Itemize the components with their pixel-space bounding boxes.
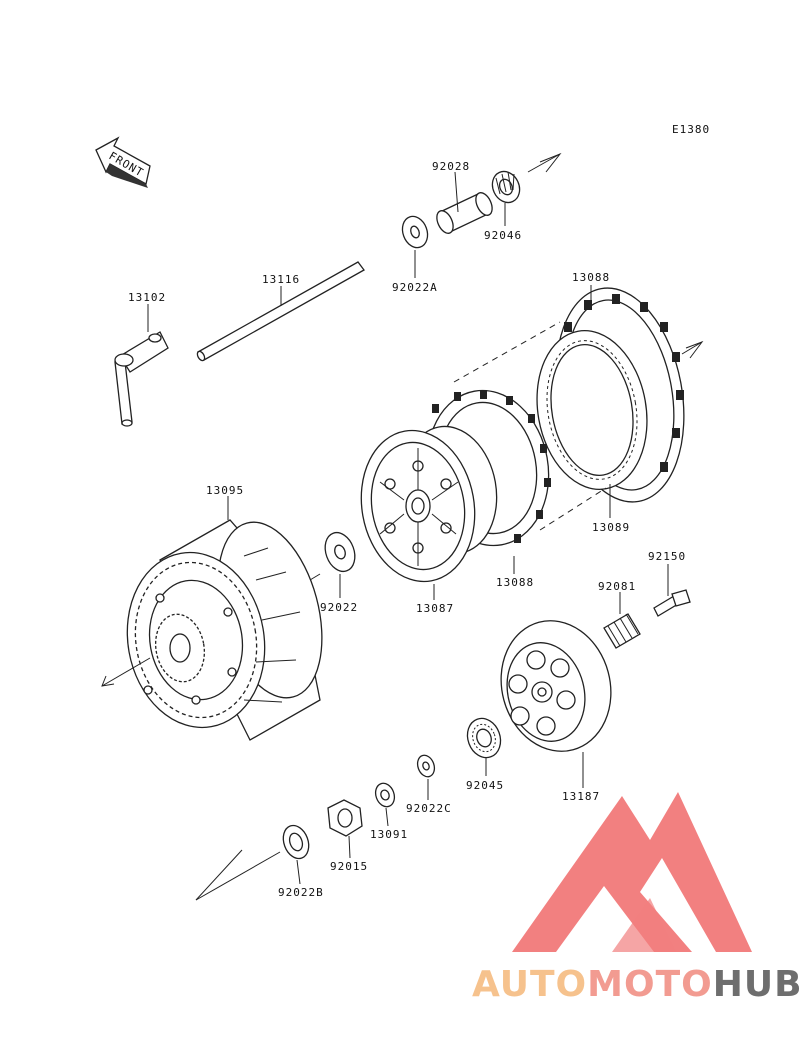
- watermark-hub: HUB: [713, 964, 800, 1005]
- washer-92022C: [416, 754, 436, 778]
- part-label-13091: 13091: [370, 828, 408, 841]
- part-label-13116: 13116: [262, 273, 300, 286]
- diagram-code: E1380: [672, 123, 710, 136]
- part-label-13095: 13095: [206, 484, 244, 497]
- part-label-13088-upper: 13088: [572, 271, 610, 284]
- guide-dash-1: [453, 321, 561, 383]
- front-arrow-icon: FRONT: [95, 136, 151, 188]
- axis-line-bottom: [195, 849, 281, 901]
- guide-dash-2: [539, 487, 607, 531]
- part-label-92022C: 92022C: [406, 802, 452, 815]
- svg-text:AUTOMOTOHUB: AUTOMOTOHUB: [472, 964, 800, 1005]
- steel-plate-13089: [536, 330, 648, 490]
- needle-bearing-92046: [491, 170, 521, 204]
- washer-92022: [324, 531, 356, 573]
- collar-13091: [374, 782, 396, 808]
- washer-92022B: [282, 824, 310, 860]
- watermark-moto: MOTO: [587, 964, 713, 1005]
- axis-line-hub: [309, 573, 321, 581]
- nut-92015: [327, 799, 363, 837]
- part-label-13087: 13087: [416, 602, 454, 615]
- part-label-13088-lower: 13088: [496, 576, 534, 589]
- part-label-92046: 92046: [484, 229, 522, 242]
- watermark-auto: AUTO: [472, 964, 587, 1005]
- part-label-13102: 13102: [128, 291, 166, 304]
- part-label-13187: 13187: [562, 790, 600, 803]
- part-label-92028: 92028: [432, 160, 470, 173]
- part-label-92081: 92081: [598, 580, 636, 593]
- release-lever-13102: [114, 331, 169, 427]
- sleeve-92028: [436, 192, 493, 234]
- part-label-92022B: 92022B: [278, 886, 324, 899]
- spring-92081: [603, 613, 641, 649]
- clutch-hub-13087: [360, 425, 498, 583]
- push-rod-13116: [196, 261, 365, 362]
- clutch-housing-13095: [126, 519, 323, 741]
- part-label-92015: 92015: [330, 860, 368, 873]
- washer-92022A: [401, 215, 429, 249]
- bolt-92150: [653, 589, 691, 617]
- watermark-triangle-icon: [512, 792, 752, 952]
- part-label-92150: 92150: [648, 550, 686, 563]
- leader-lines: [147, 171, 669, 885]
- pressure-plate-13187: [500, 620, 612, 752]
- axis-line-right: [681, 340, 704, 359]
- part-label-92045: 92045: [466, 779, 504, 792]
- part-labels: 92028 92046 92022A 13116 13102 13088 130…: [128, 160, 686, 899]
- part-label-13089: 13089: [592, 521, 630, 534]
- axis-line-top: [527, 152, 562, 173]
- axis-line-housing: [101, 657, 151, 687]
- part-label-92022A: 92022A: [392, 281, 438, 294]
- part-label-92022: 92022: [320, 601, 358, 614]
- bearing-92045: [466, 717, 502, 759]
- watermark-logo: AUTOMOTOHUB: [472, 792, 800, 1005]
